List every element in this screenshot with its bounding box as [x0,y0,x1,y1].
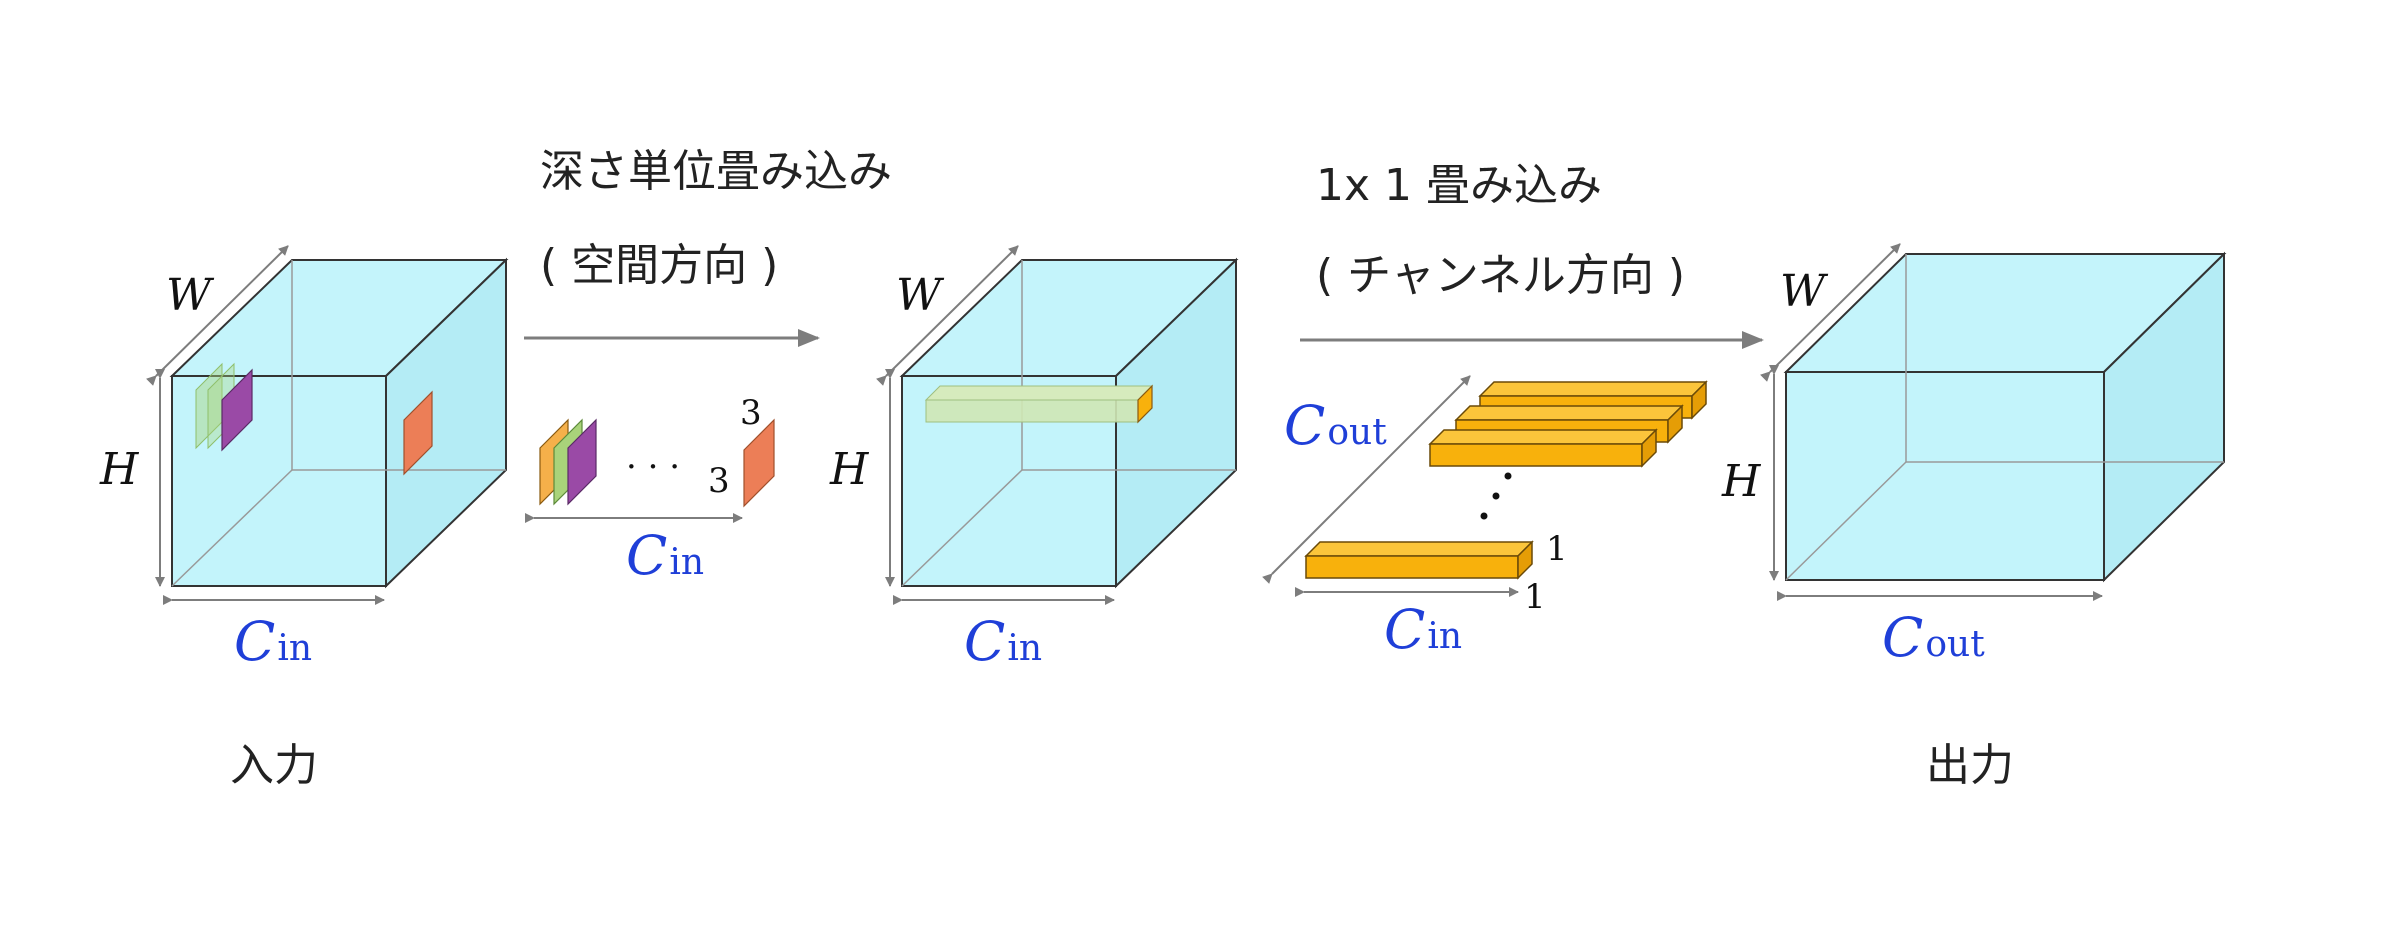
filters-cin-symbol: C [1384,598,1425,661]
kernel-c-sub: in [669,542,704,583]
filters-cout-sub: out [1327,412,1387,453]
intermediate-c-label: Cin [964,610,1042,673]
input-w-label: W [166,270,215,321]
intermediate-slab-top [924,385,1154,401]
output-cube [1783,251,2227,583]
filters-cout-label: Cout [1284,394,1387,457]
output-h-label: H [1721,456,1762,507]
intermediate-c-sub: in [1007,628,1042,669]
intermediate-w-label: W [896,270,945,321]
kernel-size-top: 3 [740,393,762,433]
intermediate-h-label: H [829,444,870,495]
output-c-label: Cout [1882,606,1985,669]
filter-size-side: 1 [1524,577,1546,617]
filters-cin-sub: in [1427,616,1462,657]
output-c-symbol: C [1882,606,1923,669]
input-w-arrow [146,245,289,386]
filters-cout-symbol: C [1284,394,1325,457]
kernel-purple [567,418,597,506]
filter-bar [1304,540,1534,580]
depthwise-subtitle: ( 空間方向 ) [540,240,778,291]
pointwise-subtitle: ( チャンネル方向 ) [1316,250,1685,301]
kernel-salmon [743,418,775,508]
filters-cin-label: Cin [1384,598,1462,661]
filter-ellipsis [1480,472,1512,520]
pointwise-title: 1x 1 畳み込み [1316,160,1602,211]
output-c-sub: out [1925,624,1985,665]
input-h-label: H [99,444,140,495]
intermediate-slab-end [1137,384,1153,424]
depthwise-kernels [539,418,775,508]
kernel-dots: · · · [626,447,680,487]
intermediate-cube [899,257,1239,589]
output-w-label: W [1780,266,1829,317]
input-c-sub: in [277,628,312,669]
filter-size-top: 1 [1546,529,1568,569]
intermediate-c-symbol: C [964,610,1005,673]
input-slice-salmon [403,390,433,476]
input-c-label: Cin [234,610,312,673]
input-cube [169,257,509,589]
input-label: 入力 [230,740,318,791]
depthwise-title: 深さ単位畳み込み [540,146,892,197]
output-label: 出力 [1926,740,2014,791]
intermediate-slab-front [925,399,1139,423]
output-w-arrow [1760,243,1901,382]
kernel-c-label: Cin [626,524,704,587]
intermediate-w-arrow [876,245,1019,386]
kernel-size-side: 3 [708,461,730,501]
input-c-symbol: C [234,610,275,673]
filter-bar [1428,428,1658,468]
filters-cout-arrow [1262,375,1471,584]
kernel-c-symbol: C [626,524,667,587]
